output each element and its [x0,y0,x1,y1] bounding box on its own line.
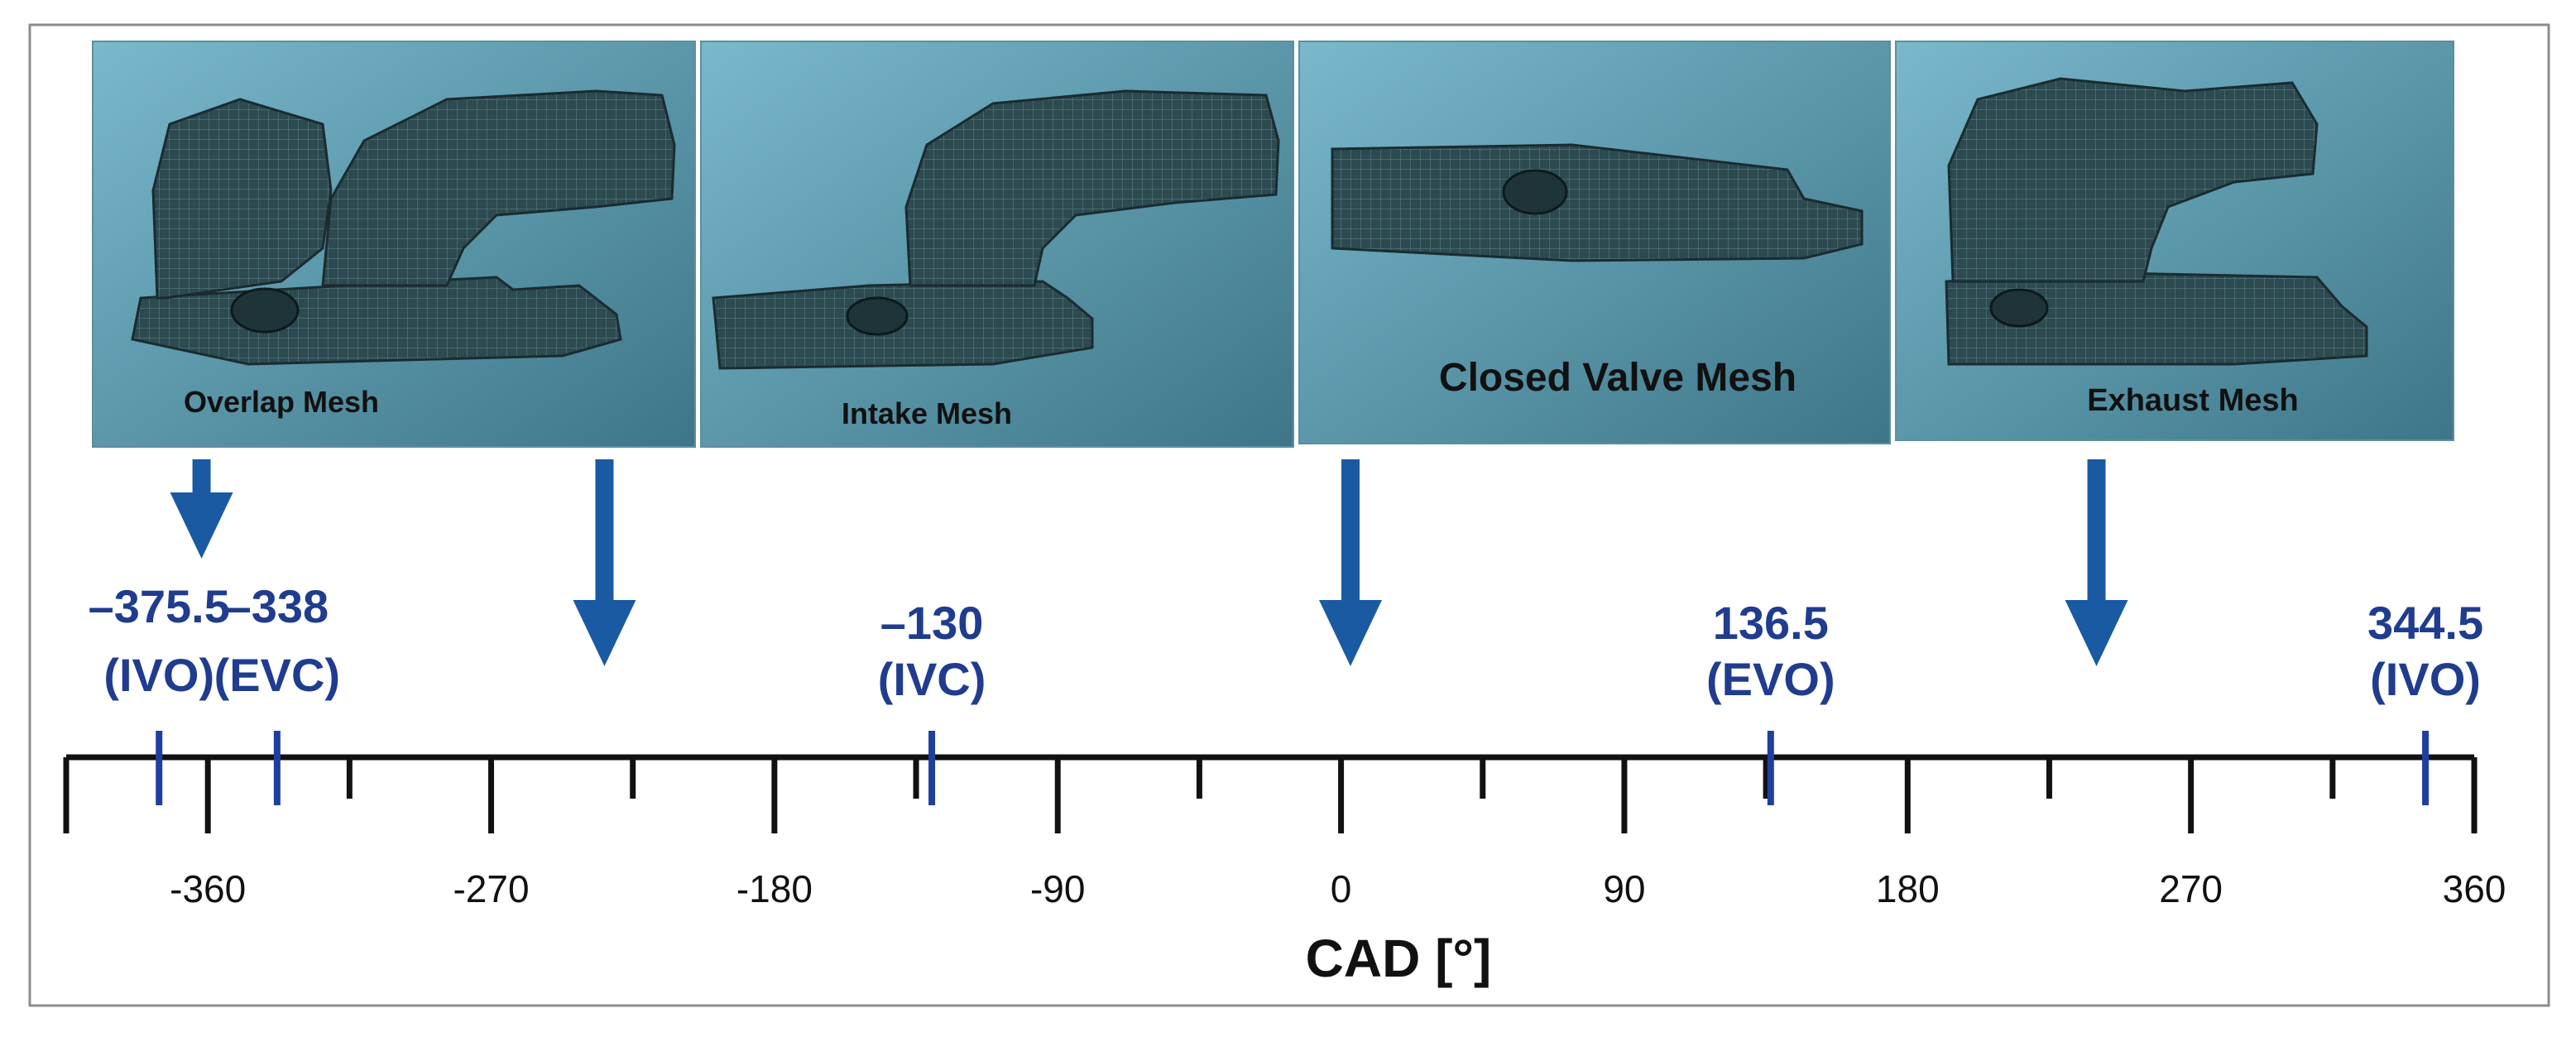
mesh-panels: Overlap Mesh Intake Mesh Closed Valve Me… [92,41,2454,448]
tick-label: 360 [2443,867,2506,910]
panel-label-overlap: Overlap Mesh [184,385,379,419]
closed-valve-mesh-icon [1331,143,1864,262]
event-value-label: –375.5 [89,580,230,632]
intake-mesh-icon [712,89,1280,370]
cad-axis: -360 -270 -180 -90 0 90 180 270 360 [63,754,2506,910]
event-name-label: (EVC) [214,649,340,701]
event-name-label: (EVO) [1706,653,1835,705]
exhaust-mesh-icon [1945,77,2368,366]
tick-label: 90 [1603,867,1645,910]
down-arrow-icon [2065,459,2128,666]
event-name-label: (IVO) [2370,653,2481,705]
down-arrow-icon [1319,459,1382,666]
panel-label-exhaust: Exhaust Mesh [2087,383,2299,418]
panel-closed: Closed Valve Mesh [1298,41,1891,444]
panel-exhaust: Exhaust Mesh [1895,41,2454,441]
down-arrow-icon [170,459,233,559]
down-arrow-icon [573,459,636,666]
tick-label: -180 [736,867,813,910]
axis-title: CAD [°] [1306,929,1492,988]
panel-overlap: Overlap Mesh [92,41,696,448]
event-name-label: (IVO) [103,649,214,701]
event-value-label: –338 [226,580,329,632]
tick-label: 270 [2159,867,2223,910]
overlap-mesh-icon [131,89,676,366]
event-value-label: –130 [880,597,984,649]
mesh-to-timeline-arrows [170,459,2128,666]
panel-label-intake: Intake Mesh [842,396,1012,430]
tick-label: 0 [1331,867,1352,910]
event-value-label: 136.5 [1713,597,1829,649]
tick-label: 180 [1876,867,1940,910]
tick-label: -90 [1030,867,1085,910]
event-name-label: (IVC) [878,653,986,705]
tick-label: -360 [170,867,246,910]
tick-label: -270 [453,867,529,910]
event-value-label: 344.5 [2367,597,2483,649]
panel-label-closed: Closed Valve Mesh [1439,356,1796,400]
valve-events: –375.5(IVO)–338(EVC)–130(IVC)136.5(EVO)3… [89,580,2483,805]
panel-intake: Intake Mesh [700,41,1294,448]
